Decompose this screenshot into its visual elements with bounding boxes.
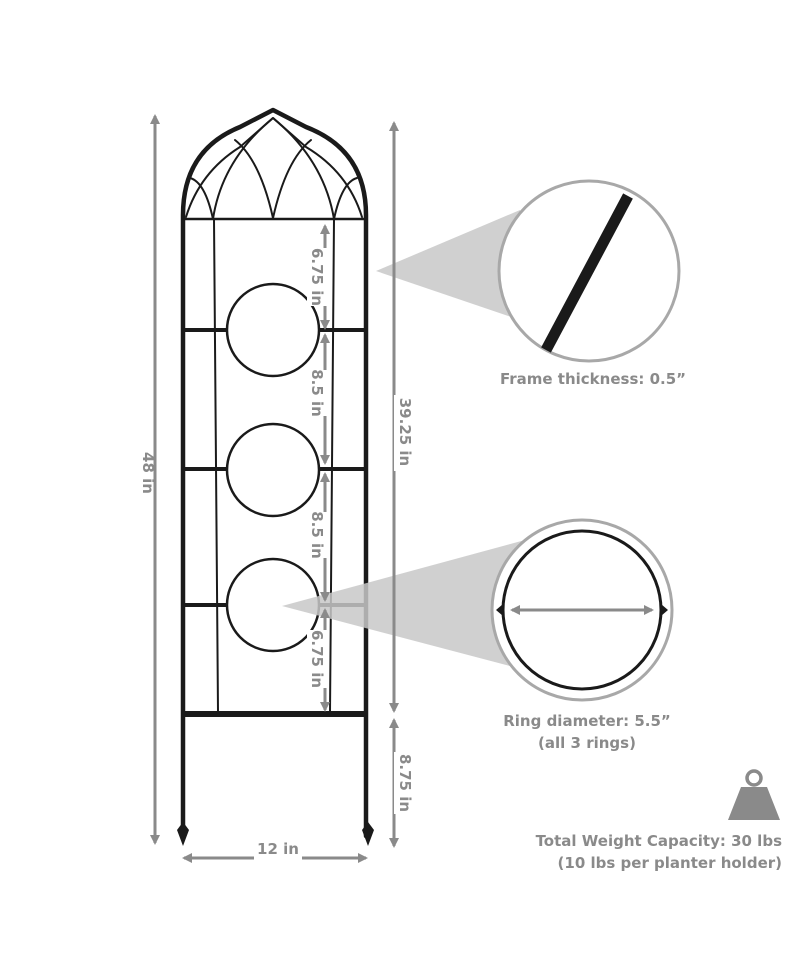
trellis-frame [180,107,369,839]
trellis-height-label: 39.25 in [396,398,414,467]
ring-gap-1-label: 8.5 in [308,369,326,417]
width-label: 12 in [257,840,299,858]
frame-thickness-zoom [497,179,681,363]
frame-thickness-caption: Frame thickness: 0.5” [500,370,686,388]
ring-gap-2-label: 8.5 in [308,511,326,559]
ring-note-caption: (all 3 rings) [538,734,636,752]
top-gap-label: 6.75 in [308,248,326,306]
stake-tip-left [177,822,189,846]
ring-top [225,282,321,378]
weight-icon [728,769,780,820]
frame-callout-wedge [376,210,520,320]
stake-length-label: 8.75 in [396,754,414,812]
stake-tip-right [362,822,374,846]
ring-callout-wedge [282,540,525,670]
weight-per-holder-text: (10 lbs per planter holder) [558,854,782,872]
ring-middle [225,422,321,518]
bottom-gap-label: 6.75 in [308,630,326,688]
ring-diameter-caption: Ring diameter: 5.5” [503,712,671,730]
total-height-label: 48 in [139,452,157,494]
ring-diameter-zoom [490,518,674,702]
weight-capacity-text: Total Weight Capacity: 30 lbs [536,832,783,850]
